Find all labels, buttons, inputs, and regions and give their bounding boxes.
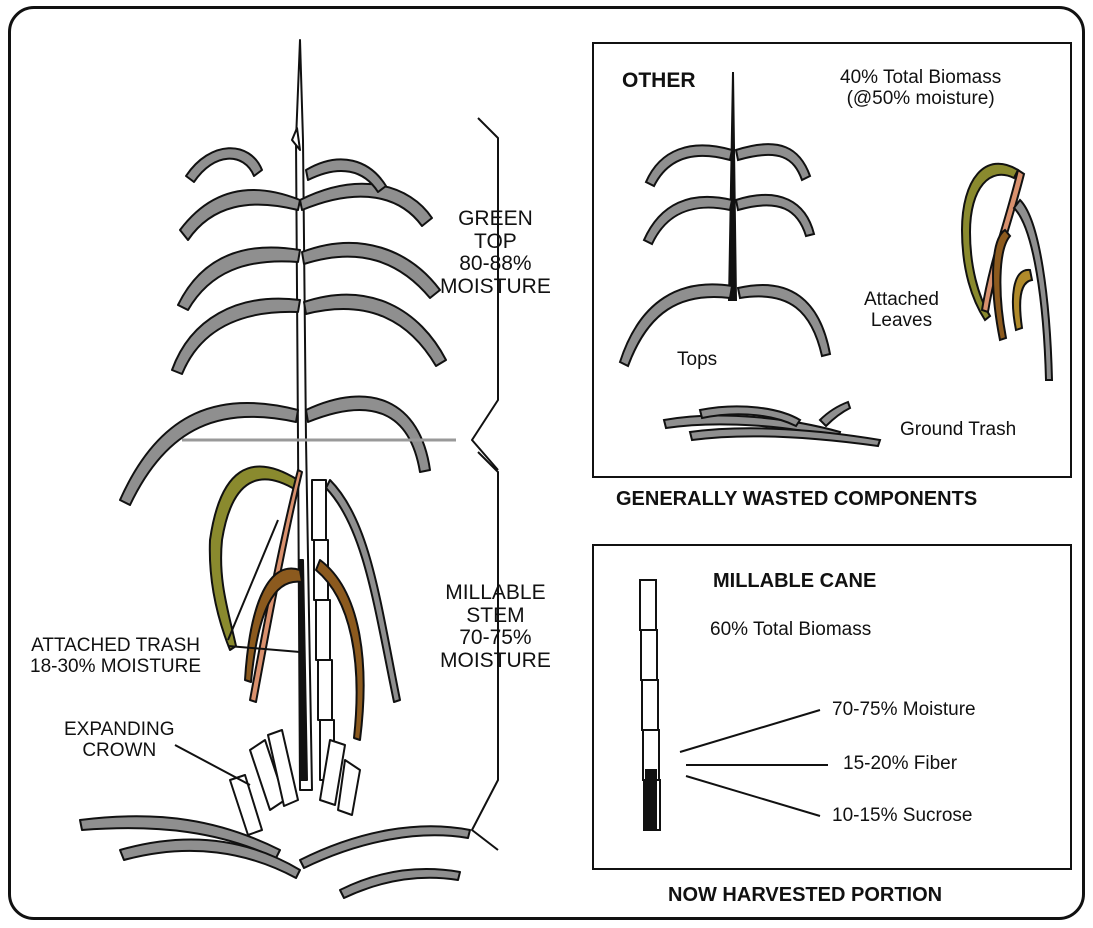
green-top-line-1: GREEN bbox=[440, 208, 551, 231]
millable-stem-line-1: MILLABLE bbox=[440, 582, 551, 605]
millable-cane-heading: MILLABLE CANE bbox=[713, 571, 876, 593]
expanding-crown-line-2: CROWN bbox=[64, 741, 175, 762]
millable-stem-line-2: STEM bbox=[440, 605, 551, 628]
attached-trash-label: ATTACHED TRASH 18-30% MOISTURE bbox=[30, 636, 201, 677]
tops-label: Tops bbox=[677, 350, 717, 371]
harvested-portion-caption: NOW HARVESTED PORTION bbox=[668, 885, 942, 907]
stem-segments bbox=[312, 480, 334, 780]
attached-trash-line-1: ATTACHED TRASH bbox=[30, 636, 201, 657]
fiber-label: 15-20% Fiber bbox=[843, 754, 957, 775]
attached-leaves-line-2: Leaves bbox=[864, 311, 939, 332]
green-top-label: GREEN TOP 80-88% MOISTURE bbox=[440, 208, 551, 299]
millable-stem-label: MILLABLE STEM 70-75% MOISTURE bbox=[440, 582, 551, 673]
other-heading: OTHER bbox=[622, 70, 696, 93]
expanding-crown-line-1: EXPANDING bbox=[64, 720, 175, 741]
moisture-label: 70-75% Moisture bbox=[832, 700, 976, 721]
wasted-biomass-line-2: (@50% moisture) bbox=[840, 89, 1001, 110]
wasted-biomass-label: 40% Total Biomass (@50% moisture) bbox=[840, 68, 1001, 109]
green-top-line-4: MOISTURE bbox=[440, 276, 551, 299]
ground-trash-label: Ground Trash bbox=[900, 420, 1016, 441]
sucrose-label: 10-15% Sucrose bbox=[832, 806, 972, 827]
wasted-biomass-line-1: 40% Total Biomass bbox=[840, 68, 1001, 89]
attached-trash-line-2: 18-30% MOISTURE bbox=[30, 657, 201, 678]
green-top-line-2: TOP bbox=[440, 231, 551, 254]
expanding-crown-leader bbox=[175, 745, 250, 785]
millable-stem-line-3: 70-75% bbox=[440, 627, 551, 650]
crown-shoots bbox=[230, 730, 360, 835]
expanding-crown-label: EXPANDING CROWN bbox=[64, 720, 175, 761]
green-top-leaves bbox=[120, 148, 446, 505]
harvested-biomass-label: 60% Total Biomass bbox=[710, 620, 871, 641]
green-top-line-3: 80-88% bbox=[440, 253, 551, 276]
base-ground-trash bbox=[80, 816, 470, 898]
attached-leaves-line-1: Attached bbox=[864, 290, 939, 311]
attached-leaves-label: Attached Leaves bbox=[864, 290, 939, 331]
wasted-components-caption: GENERALLY WASTED COMPONENTS bbox=[616, 489, 977, 511]
millable-stem-line-4: MOISTURE bbox=[440, 650, 551, 673]
